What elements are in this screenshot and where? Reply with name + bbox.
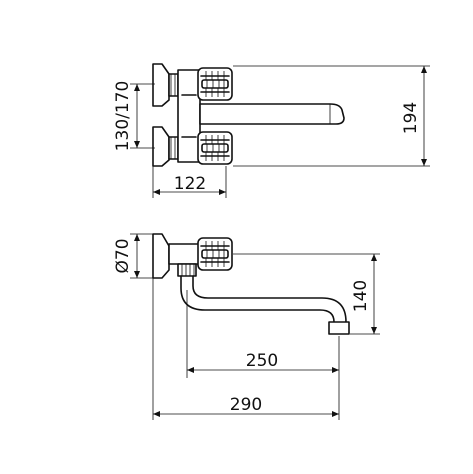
dim-left-label: 130/170: [113, 81, 133, 152]
dim-diameter-label: Ø70: [113, 238, 133, 273]
spout-aerator: [328, 321, 350, 335]
wall-flange-upper: [152, 63, 170, 107]
connector-nut-upper: [168, 73, 179, 97]
dim-right-label: 194: [401, 102, 421, 134]
dim-total-label: 290: [230, 395, 262, 415]
spout-tube: [180, 275, 335, 323]
spout-arm: [199, 103, 345, 125]
dim-height-label: 140: [351, 280, 371, 312]
wall-flange-lower: [152, 126, 170, 167]
dim-reach-label: 250: [246, 351, 278, 371]
mixer-body: [177, 69, 201, 163]
handle-knob-upper: [197, 67, 233, 101]
wall-flange: [152, 233, 170, 279]
connector-nut-lower: [168, 136, 179, 160]
handle-knob-lower: [197, 131, 233, 165]
top-view: 130/170 194 122: [113, 63, 430, 198]
dim-bottom-label: 122: [174, 174, 206, 194]
mixer-body-side: [168, 243, 201, 265]
side-view: Ø70 140 250 290: [113, 233, 380, 420]
swivel-nut: [177, 263, 197, 277]
handle-knob-side: [197, 237, 233, 271]
